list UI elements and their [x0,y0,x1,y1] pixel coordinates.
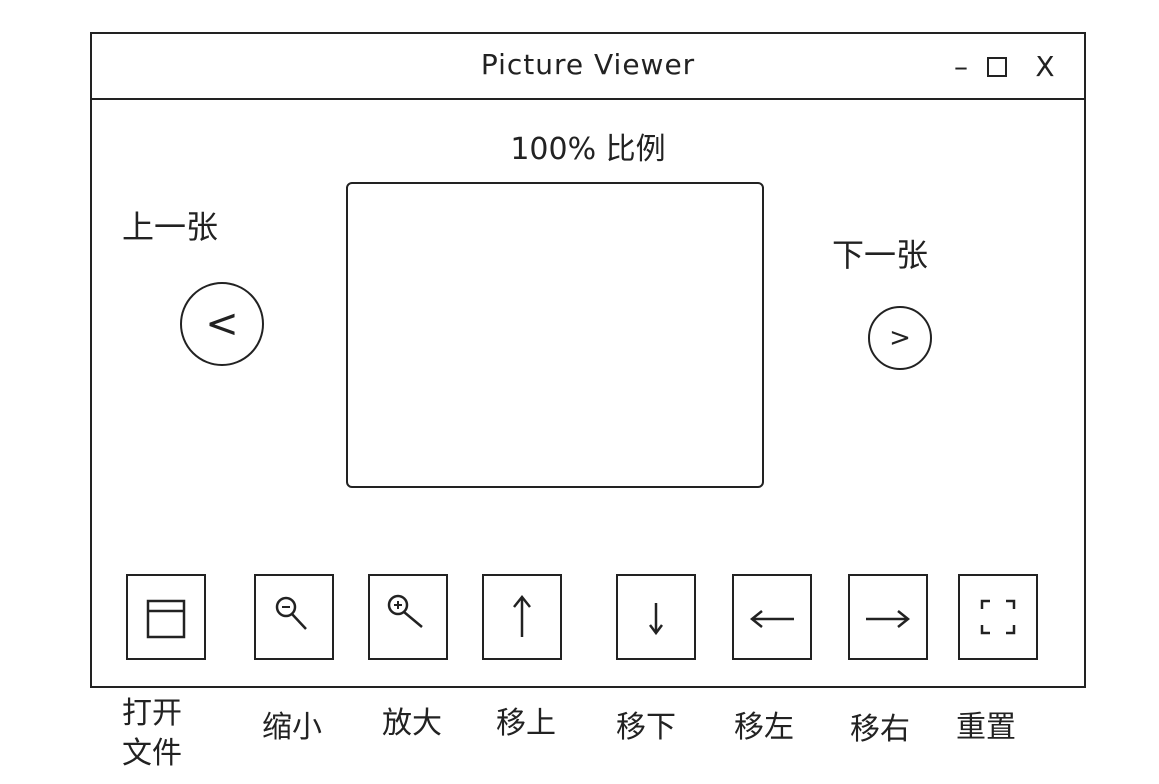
minimize-button[interactable]: – [954,50,968,83]
open-file-label: 打开 文件 [122,694,182,774]
move-right-button[interactable] [848,574,928,660]
move-up-label: 移上 [496,706,556,741]
open-file-label-line2: 文件 [122,736,182,771]
reset-button[interactable] [958,574,1038,660]
chevron-left-icon: < [205,301,239,347]
zoom-out-icon [275,596,307,630]
move-left-button[interactable] [732,574,812,660]
zoom-out-button[interactable] [254,574,334,660]
toolbar [126,574,1056,664]
move-down-label: 移下 [616,710,676,745]
reset-label: 重置 [956,710,1016,745]
title-bar: Picture Viewer – X [92,34,1084,100]
zoom-scale-label: 100% 比例 [510,132,666,167]
window-title: Picture Viewer [480,48,696,81]
picture-viewer-window: Picture Viewer – X 100% 比例 上一张 < 下一张 > [90,32,1086,688]
zoom-in-button[interactable] [368,574,448,660]
zoom-in-label: 放大 [382,706,442,741]
open-file-button[interactable] [126,574,206,660]
fullscreen-icon [980,599,1016,635]
folder-icon [146,599,186,639]
zoom-in-icon [387,594,423,628]
arrow-up-icon [513,594,531,637]
image-display-area[interactable] [346,182,764,488]
arrow-down-icon [649,603,663,636]
chevron-right-icon: > [889,323,911,353]
move-right-label: 移右 [850,712,910,747]
move-down-button[interactable] [616,574,696,660]
previous-image-label: 上一张 [122,208,219,246]
next-image-button[interactable]: > [868,306,932,370]
maximize-icon [987,57,1007,77]
previous-image-button[interactable]: < [180,282,264,366]
arrow-right-icon [866,610,911,628]
move-left-label: 移左 [734,710,794,745]
arrow-left-icon [749,610,794,628]
close-button[interactable]: X [1035,50,1055,83]
next-image-label: 下一张 [832,236,929,274]
maximize-button[interactable] [984,52,1010,82]
zoom-out-label: 缩小 [262,710,322,745]
open-file-label-line1: 打开 [122,696,182,731]
move-up-button[interactable] [482,574,562,660]
